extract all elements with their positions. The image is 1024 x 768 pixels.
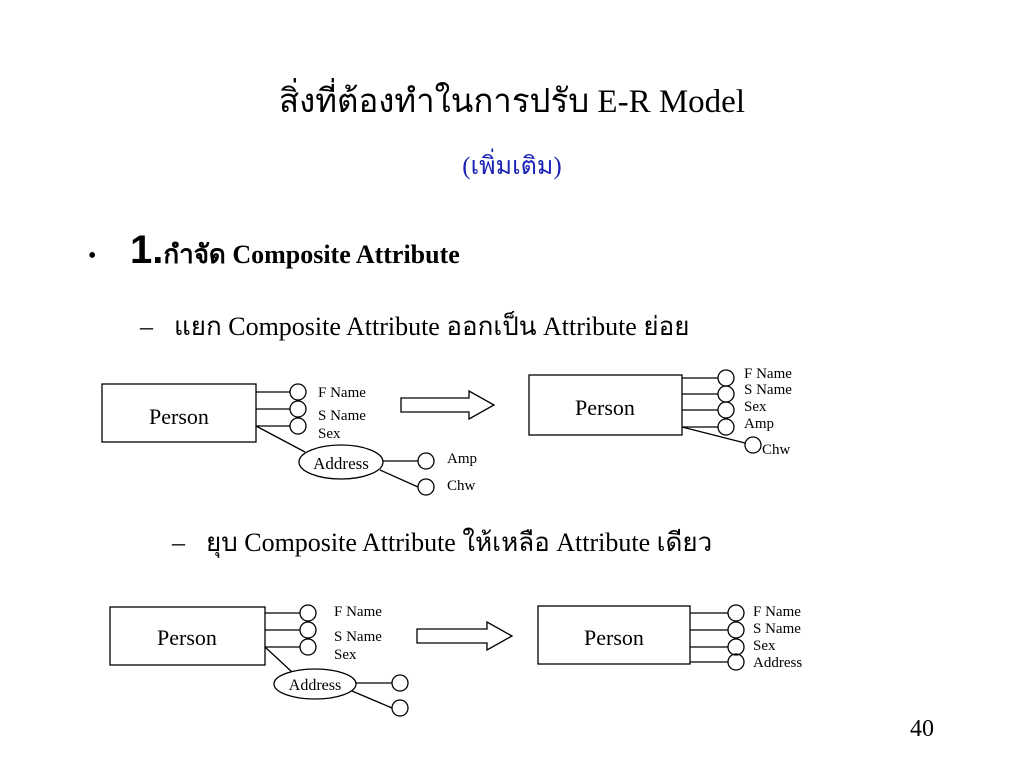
attribute-circle [727,621,745,639]
attribute-circle [417,452,435,470]
attribute-label: S Name [753,621,801,637]
attribute-circle [289,383,307,401]
diagram1-before [101,383,435,496]
sub-bullet-2-text: ยุบ Composite Attribute ให้เหลือ Attribu… [206,528,713,557]
attribute-label: S Name [318,408,366,424]
attribute-label: Sex [744,399,767,415]
attribute-label: Chw [762,442,791,458]
attribute-label: S Name [334,629,382,645]
attribute-label: F Name [744,366,792,382]
slide-subtitle: (เพิ่มเติม) [462,153,562,180]
dash-icon: – [140,312,153,341]
attribute-circle [289,400,307,418]
entity-box [528,374,683,436]
arrow-right-icon [400,389,496,421]
composite-label: Address [313,454,369,473]
attribute-circle [717,369,735,387]
entity-box [537,605,691,665]
attribute-label: F Name [318,385,366,401]
attribute-label: Amp [447,451,477,467]
attribute-label: Chw [447,478,476,494]
entity-label: Person [584,625,644,650]
attribute-circle [417,478,435,496]
attribute-label: Sex [753,638,776,654]
dash-icon: – [172,528,185,557]
sub-bullet-1: –แยก Composite Attribute ออกเป็น Attribu… [140,306,689,347]
entity-label: Person [575,395,635,420]
attribute-circle [744,436,762,454]
composite-ellipse [298,444,384,480]
entity-label: Person [157,625,217,650]
composite-ellipse [273,668,357,700]
attribute-label: Sex [318,426,341,442]
sub-bullet-1-text: แยก Composite Attribute ออกเป็น Attribut… [174,312,690,341]
attribute-label: S Name [744,382,792,398]
attribute-circle [299,621,317,639]
attribute-label: Sex [334,647,357,663]
bullet-item-1: 1.กำจัด Composite Attribute [130,228,460,275]
diagram2-before [109,604,409,717]
attribute-label: F Name [753,604,801,620]
entity-box [101,383,257,443]
attribute-circle [727,638,745,656]
attribute-circle [717,401,735,419]
attribute-circle [299,604,317,622]
attribute-circle [299,638,317,656]
attribute-circle [727,653,745,671]
sub-bullet-2: –ยุบ Composite Attribute ให้เหลือ Attrib… [172,522,712,563]
attribute-circle [717,418,735,436]
attribute-label: Amp [744,416,774,432]
bullet-dot-icon: • [88,243,97,269]
attribute-circle [289,417,307,435]
entity-label: Person [149,404,209,429]
composite-label: Address [289,677,341,694]
attribute-circle [727,604,745,622]
attribute-circle [391,699,409,717]
bullet-text: กำจัด Composite Attribute [163,240,460,269]
attribute-circle [391,674,409,692]
arrow-right-icon [416,620,514,652]
page-number: 40 [910,716,934,742]
attribute-label: F Name [334,604,382,620]
entity-box [109,606,266,666]
diagram1-after [528,369,762,454]
slide-title: สิ่งที่ต้องทำในการปรับ E-R Model [279,84,745,120]
attribute-label: Address [753,655,802,671]
diagram2-after [537,604,745,671]
attribute-circle [717,385,735,403]
bullet-number: 1. [130,228,164,272]
